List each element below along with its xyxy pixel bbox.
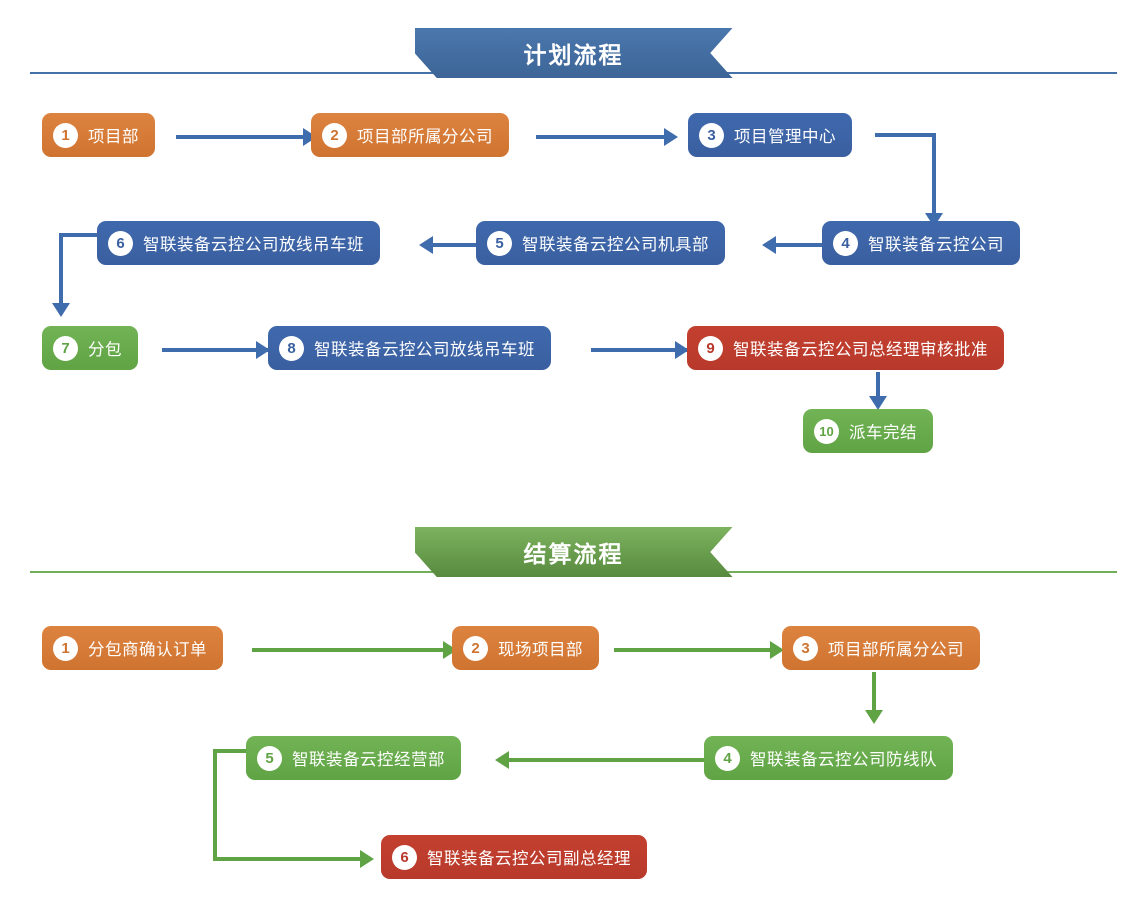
node-plan-10[interactable]: 10 派车完结 (803, 409, 933, 453)
node-settle-5[interactable]: 5 智联装备云控经营部 (246, 736, 461, 780)
node-label: 项目部所属分公司 (357, 128, 493, 146)
node-plan-5[interactable]: 5 智联装备云控公司机具部 (476, 221, 725, 265)
node-number-badge: 1 (53, 122, 78, 148)
node-label: 智联装备云控公司防线队 (750, 751, 937, 769)
node-plan-3[interactable]: 3 项目管理中心 (688, 113, 852, 157)
node-number-badge: 5 (487, 230, 512, 256)
node-label: 智联装备云控公司放线吊车班 (143, 236, 364, 254)
section-title-plan: 计划流程 (414, 28, 733, 78)
node-plan-8[interactable]: 8 智联装备云控公司放线吊车班 (268, 326, 551, 370)
node-number-badge: 2 (322, 122, 347, 148)
node-plan-6[interactable]: 6 智联装备云控公司放线吊车班 (97, 221, 380, 265)
node-label: 现场项目部 (498, 641, 583, 659)
node-label: 项目部所属分公司 (828, 641, 964, 659)
node-label: 项目部 (88, 128, 139, 146)
node-plan-1[interactable]: 1 项目部 (42, 113, 155, 157)
node-label: 智联装备云控公司总经理审核批准 (733, 341, 988, 359)
node-number-badge: 6 (108, 230, 133, 256)
node-number-badge: 7 (53, 335, 78, 361)
section-header-plan: 计划流程 (0, 28, 1147, 88)
node-number-badge: 9 (698, 335, 723, 361)
node-label: 智联装备云控公司机具部 (522, 236, 709, 254)
node-number-badge: 10 (814, 418, 839, 444)
node-label: 项目管理中心 (734, 128, 836, 146)
node-number-badge: 1 (53, 635, 78, 661)
node-number-badge: 5 (257, 745, 282, 771)
node-label: 分包商确认订单 (88, 641, 207, 659)
node-number-badge: 6 (392, 844, 417, 870)
node-plan-9[interactable]: 9 智联装备云控公司总经理审核批准 (687, 326, 1004, 370)
node-plan-7[interactable]: 7 分包 (42, 326, 138, 370)
section-title-settlement: 结算流程 (414, 527, 733, 577)
node-settle-4[interactable]: 4 智联装备云控公司防线队 (704, 736, 953, 780)
node-label: 智联装备云控公司放线吊车班 (314, 341, 535, 359)
node-label: 智联装备云控经营部 (292, 751, 445, 769)
node-settle-2[interactable]: 2 现场项目部 (452, 626, 599, 670)
node-label: 分包 (88, 341, 122, 359)
node-number-badge: 3 (699, 122, 724, 148)
node-label: 智联装备云控公司 (868, 236, 1004, 254)
node-label: 智联装备云控公司副总经理 (427, 850, 631, 868)
node-settle-6[interactable]: 6 智联装备云控公司副总经理 (381, 835, 647, 879)
node-settle-3[interactable]: 3 项目部所属分公司 (782, 626, 980, 670)
node-number-badge: 3 (793, 635, 818, 661)
node-number-badge: 8 (279, 335, 304, 361)
node-number-badge: 4 (715, 745, 740, 771)
node-plan-4[interactable]: 4 智联装备云控公司 (822, 221, 1020, 265)
node-number-badge: 2 (463, 635, 488, 661)
node-number-badge: 4 (833, 230, 858, 256)
node-label: 派车完结 (849, 424, 917, 442)
node-settle-1[interactable]: 1 分包商确认订单 (42, 626, 223, 670)
node-plan-2[interactable]: 2 项目部所属分公司 (311, 113, 509, 157)
section-header-settlement: 结算流程 (0, 527, 1147, 587)
